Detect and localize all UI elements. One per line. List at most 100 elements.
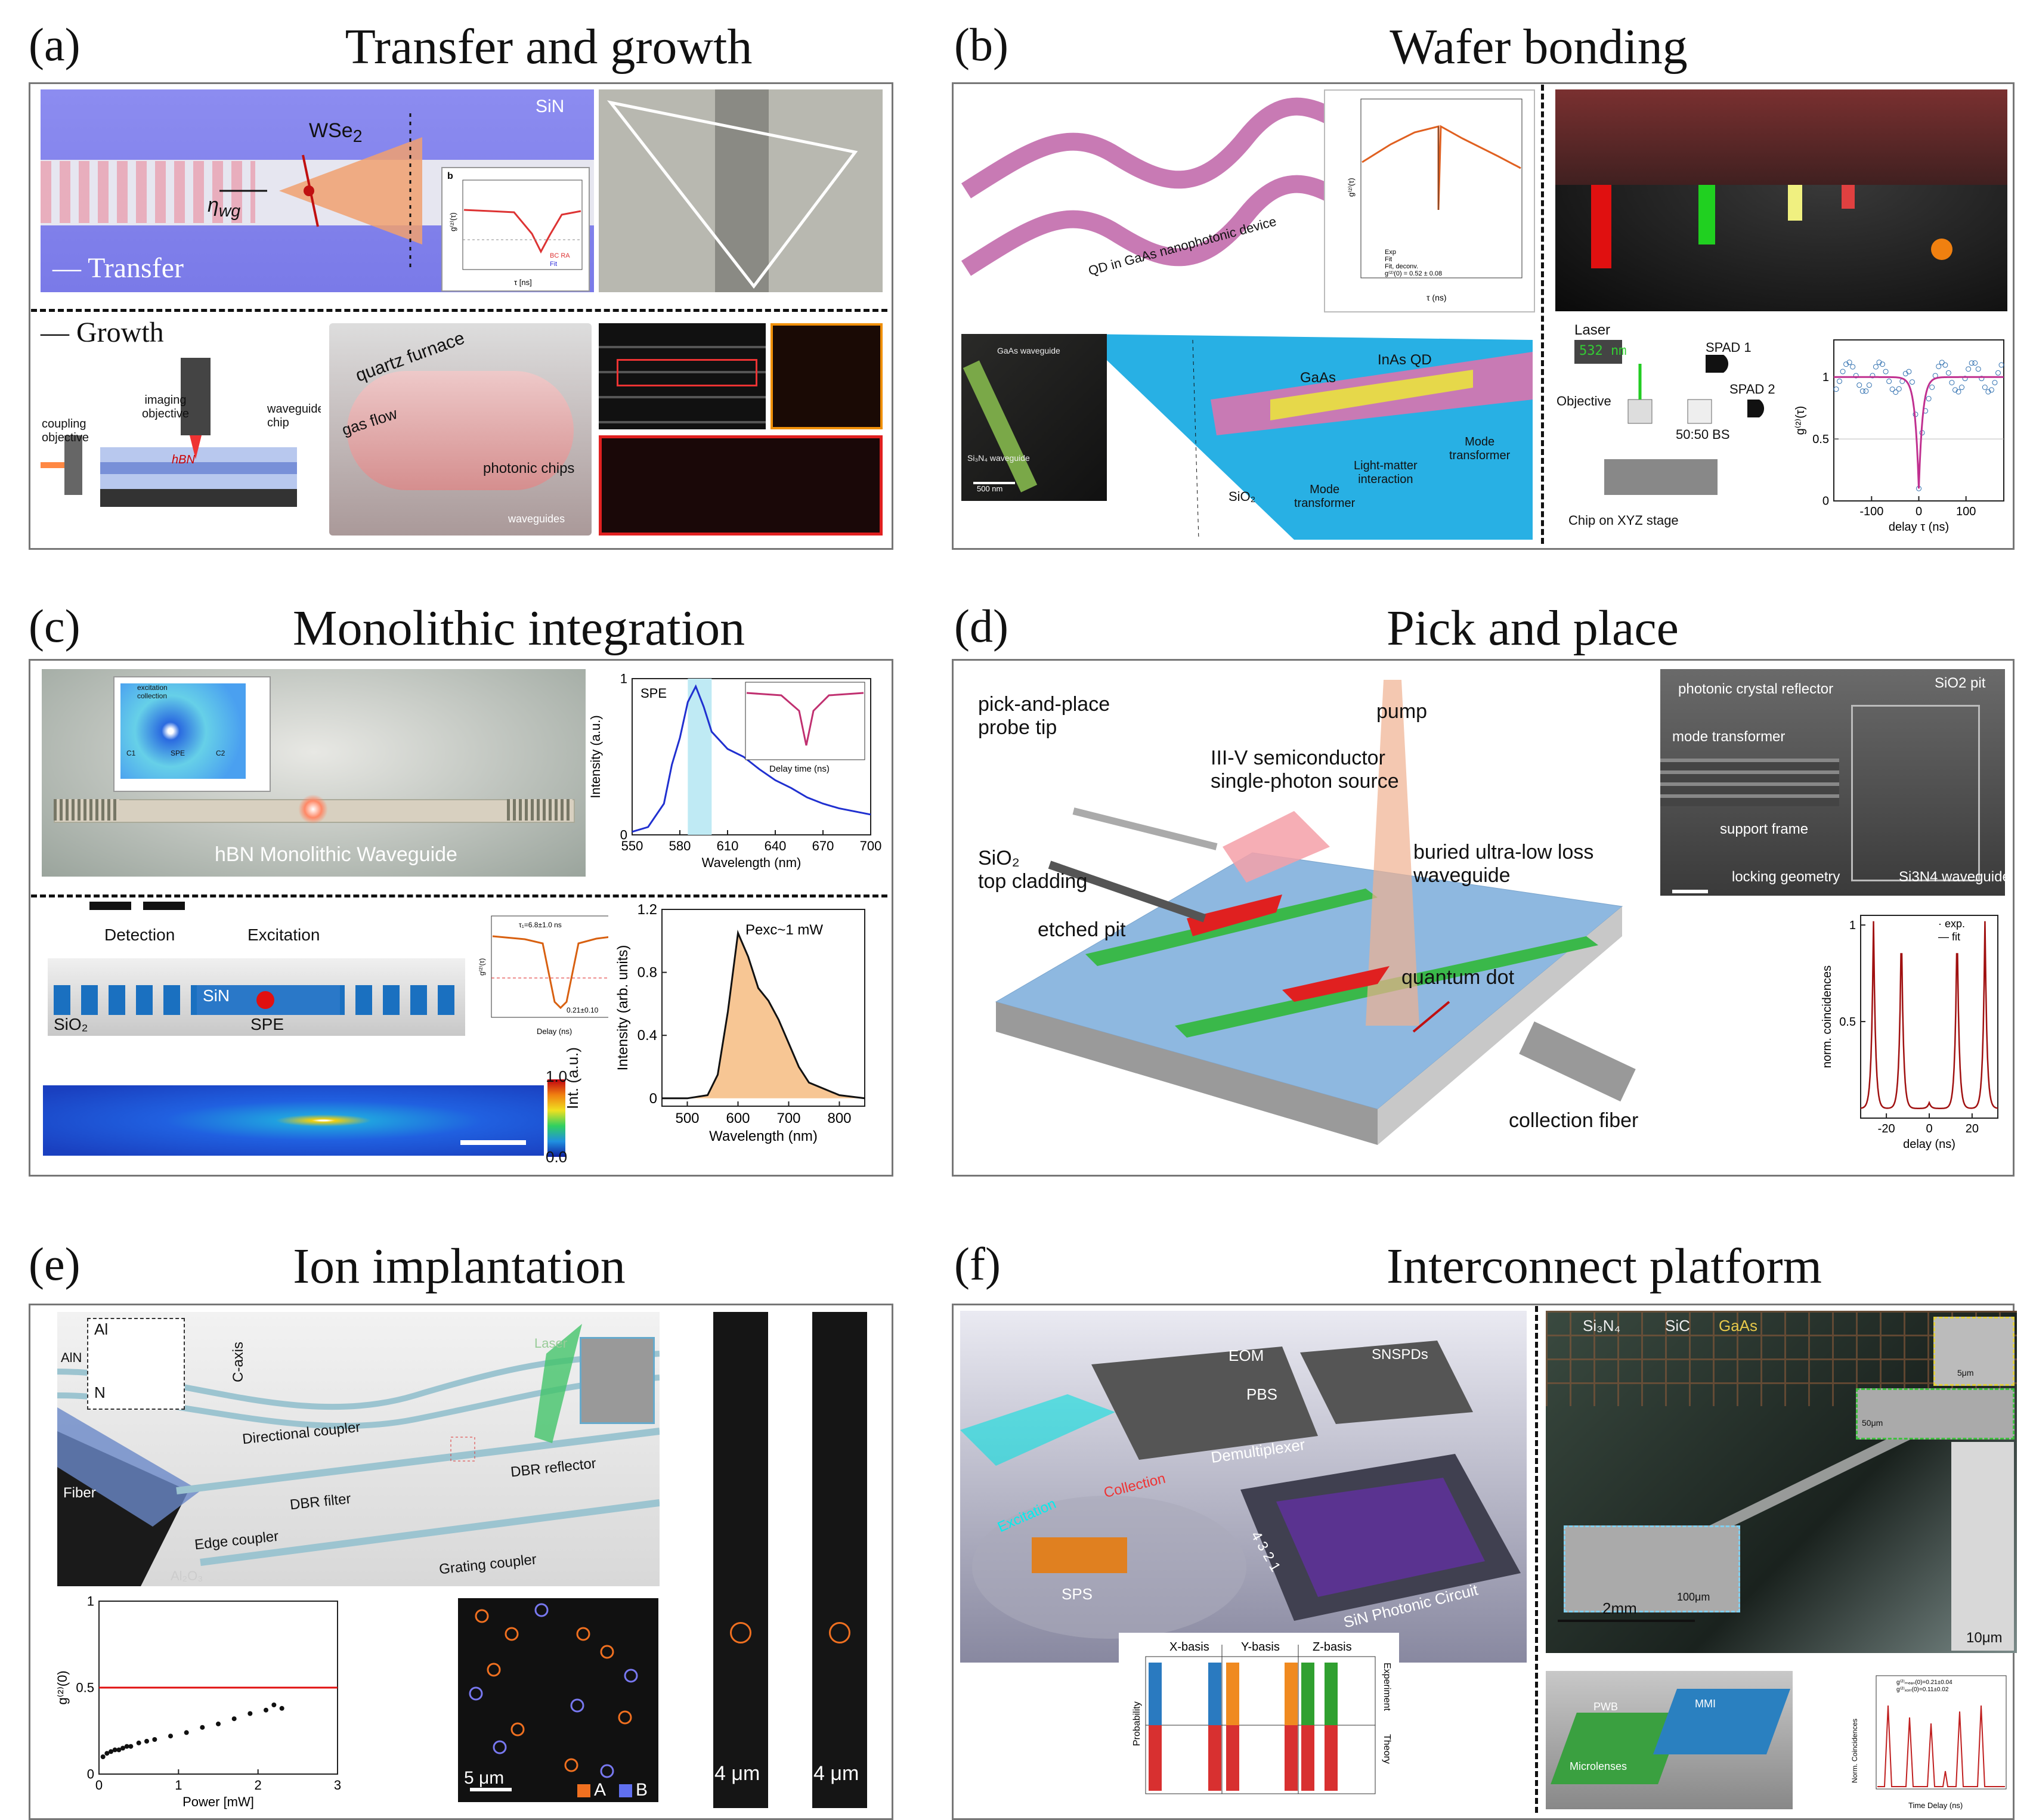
data-point	[1945, 370, 1951, 376]
inset-b-tag: b	[447, 171, 453, 181]
map-excitation-legend: excitation	[137, 683, 168, 692]
panel-c-letter: (c)	[29, 600, 81, 652]
photonic-chips-label: photonic chips	[483, 460, 575, 476]
panel-b-setup: Laser 532 nm SPAD 1 SPAD 2 Objective 50:…	[1557, 322, 1783, 537]
qd-label: quantum dot	[1401, 966, 1515, 989]
y-axis-label: g⁽²⁾(τ)	[1794, 406, 1807, 435]
y-tick-label: 0	[649, 1091, 657, 1107]
data-point	[1833, 386, 1839, 392]
panel-a-furnace: quartz furnace gas flow photonic chips w…	[329, 323, 592, 536]
inset-value: g⁽²⁾(0) = 0.52 ± 0.08	[1385, 270, 1442, 277]
prob-label: Probability	[1132, 1701, 1142, 1746]
x-tick-label: 800	[827, 1110, 851, 1126]
hbn-wg-label: hBN Monolithic Waveguide	[215, 843, 457, 866]
x-tick-label: 1	[175, 1778, 182, 1793]
y-axis-label: Intensity (a.u.)	[590, 715, 603, 798]
spad1-label: SPAD 1	[1706, 340, 1752, 355]
plot-frame	[632, 678, 871, 835]
legend2-a: Fit	[550, 261, 557, 268]
fiber-label-e: Fiber	[63, 1485, 96, 1501]
locking-label: locking geometry	[1732, 869, 1840, 885]
s10-label: 10μm	[1966, 1630, 2003, 1646]
panel-d-title: Pick and place	[1387, 601, 1679, 656]
panel-f-lab-render: EOM PBS SNSPDs Demultiplexer Collection …	[960, 1311, 1527, 1663]
panel-c-title: Monolithic integration	[292, 601, 745, 656]
panel-a-dark-image-3	[599, 435, 883, 536]
hbn-map-inset: excitation collection C1 SPE C2	[113, 676, 271, 792]
legend1-a: BC RA	[550, 252, 570, 259]
aln-label: AlN	[61, 1350, 82, 1365]
x-tick-label: 0	[1926, 1122, 1932, 1135]
map-collection-legend: collection	[137, 692, 168, 700]
laser-label: Laser	[1574, 322, 1611, 338]
data-point	[1850, 364, 1856, 370]
data-point	[144, 1738, 149, 1744]
panel-f-divider	[1535, 1306, 1538, 1813]
x-tick-label: 3	[334, 1778, 341, 1793]
x-axis-label: delay τ (ns)	[1889, 521, 1949, 534]
data-point	[1883, 369, 1889, 374]
objective-label: Objective	[1557, 394, 1611, 408]
panel-e-title: Ion implantation	[293, 1239, 626, 1294]
panel-f-chip-photo: Si₃N₄ SiC GaAs 5μm 50μm 100μm 10μm 2mm	[1546, 1311, 2017, 1653]
data-point	[1988, 387, 1994, 393]
x-tick-label: 20	[1966, 1122, 1979, 1135]
tau-axis-a: τ [ns]	[514, 278, 532, 287]
y-tick-label: 0	[1822, 495, 1829, 508]
panel-f-title: Interconnect platform	[1387, 1239, 1822, 1294]
data-point	[1843, 361, 1849, 367]
data-point	[1995, 370, 2001, 376]
microlenses-label: Microlenses	[1570, 1760, 1627, 1772]
x-tick-label: 700	[860, 838, 882, 853]
map-c2-label: C2	[216, 749, 225, 757]
data-point	[271, 1703, 277, 1707]
panel-b-g2-inset: g⁽²⁾(τ) τ (ns) Exp Fit Fit, deconv. g⁽²⁾…	[1324, 89, 1535, 312]
fit-line	[1834, 376, 2004, 489]
data-point	[1975, 366, 1981, 372]
al-label: Al	[94, 1320, 109, 1338]
spe-label-c: SPE	[250, 1015, 284, 1033]
data-point	[1896, 386, 1902, 392]
g2-axis-a: g⁽²⁾(τ)	[448, 212, 457, 231]
data-point	[1955, 389, 1961, 395]
data-point	[1985, 389, 1991, 395]
g2-inset-frame	[745, 682, 865, 760]
spectrum-area	[662, 933, 865, 1098]
scale-5um: 5 μm	[464, 1768, 505, 1788]
si3n4-wg-label: Si3N4 waveguide	[1899, 869, 2005, 885]
pcr-label: photonic crystal reflector	[1678, 681, 1834, 697]
laser-label-e: Laser	[534, 1336, 568, 1351]
spectrum-line	[632, 684, 871, 833]
sem-scale-b: 500 nm	[977, 484, 1003, 493]
data-point	[128, 1744, 134, 1749]
inset-exp: Exp	[1385, 249, 1396, 256]
panel-b-3d-render	[1555, 89, 2007, 311]
sio2-label-c: SiO₂	[54, 1015, 88, 1033]
g2a-label: g⁽²⁾ₘₑₐₛ(0)=0.21±0.04	[1896, 1679, 1952, 1686]
g2-axis-c: g⁽²⁾(τ)	[478, 958, 486, 976]
n-label: N	[94, 1383, 106, 1401]
al2o3-label: Al₂O₃	[171, 1568, 203, 1583]
data-point	[1859, 388, 1865, 394]
x-axis-label: delay (ns)	[1903, 1138, 1955, 1151]
data-point	[1952, 387, 1958, 393]
fit-legend: — fit	[1938, 931, 1960, 943]
data-point	[1942, 362, 1948, 368]
y-tick-label: 1	[1822, 371, 1829, 384]
waveguides-label: waveguides	[508, 513, 565, 525]
x-tick-label: 0	[1916, 505, 1922, 518]
pwb-label: PWB	[1593, 1701, 1619, 1713]
scale-4um-2: 4 μm	[813, 1762, 859, 1785]
data-point	[1880, 361, 1886, 367]
gaas-label-f: GaAs	[1719, 1317, 1758, 1335]
si3n4-label-f: Si₃N₄	[1583, 1317, 1621, 1335]
eta-label: ηwg	[208, 194, 241, 221]
panel-a-optical-image	[599, 89, 883, 292]
snspds-label: SNSPDs	[1372, 1347, 1428, 1363]
plot-frame	[661, 909, 865, 1107]
data-point	[1840, 369, 1846, 374]
wse2-label: WSe2	[309, 119, 363, 146]
data-point	[1870, 373, 1876, 379]
